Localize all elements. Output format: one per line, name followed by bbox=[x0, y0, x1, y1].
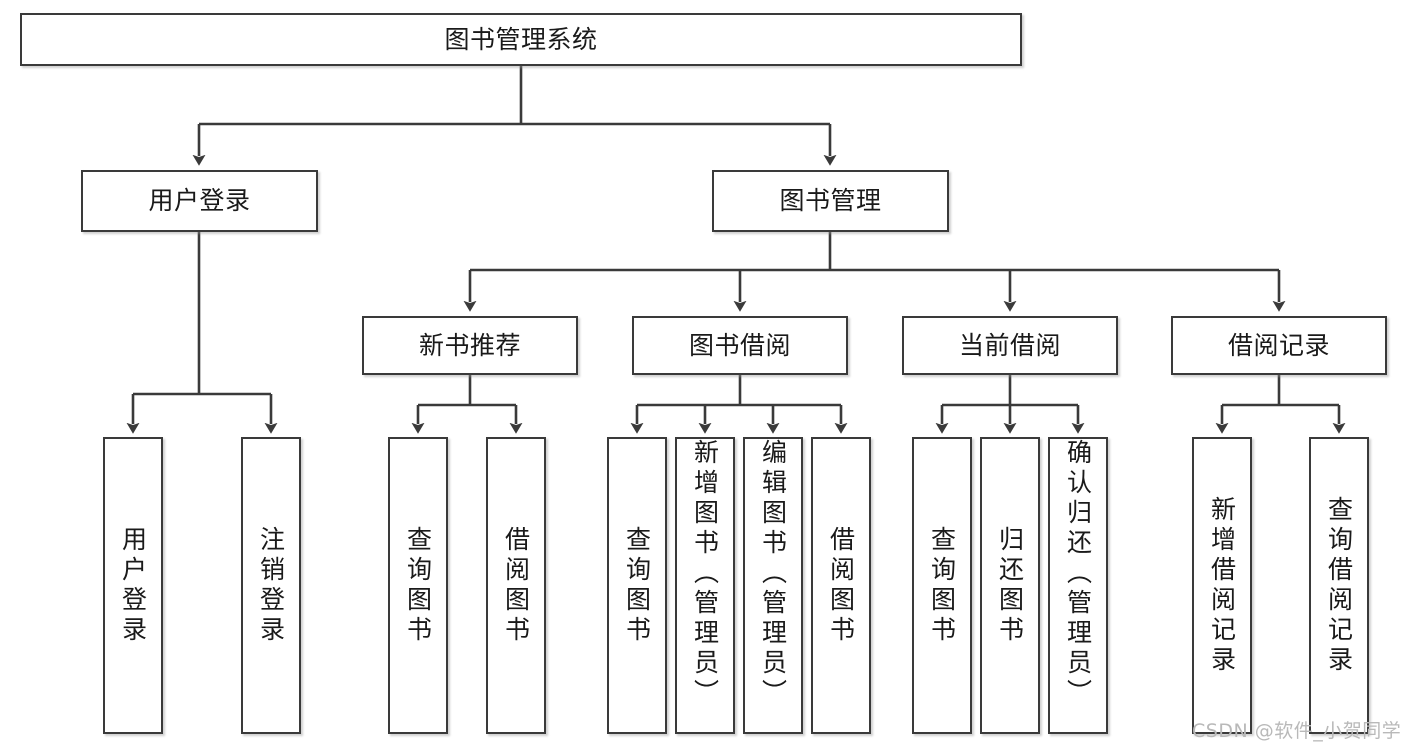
node-label: 图书管理 bbox=[779, 186, 882, 216]
node-leaf-borrow-book-1[interactable]: 借阅图书 bbox=[486, 437, 546, 734]
node-leaf-query-book-1[interactable]: 查询图书 bbox=[388, 437, 448, 734]
node-leaf-query-book-3[interactable]: 查询图书 bbox=[912, 437, 972, 734]
node-leaf-query-book-2[interactable]: 查询图书 bbox=[607, 437, 667, 734]
node-leaf-user-login[interactable]: 用户登录 bbox=[103, 437, 163, 734]
node-label: 当前借阅 bbox=[958, 330, 1061, 360]
node-label: 查询借阅记录 bbox=[1324, 495, 1354, 676]
node-label: 新增图书（管理员） bbox=[690, 439, 720, 709]
node-book-borrow[interactable]: 图书借阅 bbox=[632, 316, 848, 375]
node-label: 借阅图书 bbox=[826, 525, 856, 646]
csdn-watermark: CSDN @软件_小贺同学 bbox=[1192, 720, 1402, 742]
node-leaf-return-book[interactable]: 归还图书 bbox=[980, 437, 1040, 734]
node-label: 用户登录 bbox=[118, 525, 148, 646]
node-leaf-confirm-return[interactable]: 确认归还（管理员） bbox=[1048, 437, 1108, 734]
node-label: 图书借阅 bbox=[688, 330, 791, 360]
node-book-manage[interactable]: 图书管理 bbox=[712, 170, 949, 232]
node-leaf-add-record[interactable]: 新增借阅记录 bbox=[1192, 437, 1252, 734]
node-label: 图书管理系统 bbox=[444, 24, 598, 54]
node-label: 归还图书 bbox=[995, 525, 1025, 646]
node-label: 编辑图书（管理员） bbox=[758, 439, 788, 709]
node-borrow-record[interactable]: 借阅记录 bbox=[1171, 316, 1387, 375]
node-leaf-add-book[interactable]: 新增图书（管理员） bbox=[675, 437, 735, 734]
node-label: 查询图书 bbox=[403, 525, 433, 646]
node-label: 注销登录 bbox=[256, 525, 286, 646]
node-label: 用户登录 bbox=[148, 186, 251, 216]
node-label: 新书推荐 bbox=[418, 330, 521, 360]
node-label: 借阅记录 bbox=[1227, 330, 1330, 360]
node-leaf-edit-book[interactable]: 编辑图书（管理员） bbox=[743, 437, 803, 734]
node-label: 新增借阅记录 bbox=[1207, 495, 1237, 676]
node-new-book-rec[interactable]: 新书推荐 bbox=[362, 316, 578, 375]
node-user-login[interactable]: 用户登录 bbox=[81, 170, 318, 232]
node-leaf-logout[interactable]: 注销登录 bbox=[241, 437, 301, 734]
node-current-borrow[interactable]: 当前借阅 bbox=[902, 316, 1118, 375]
node-label: 查询图书 bbox=[622, 525, 652, 646]
node-leaf-borrow-book-2[interactable]: 借阅图书 bbox=[811, 437, 871, 734]
node-root-system[interactable]: 图书管理系统 bbox=[20, 13, 1022, 66]
node-label: 查询图书 bbox=[927, 525, 957, 646]
node-label: 确认归还（管理员） bbox=[1063, 439, 1093, 709]
node-leaf-query-record[interactable]: 查询借阅记录 bbox=[1309, 437, 1369, 734]
node-label: 借阅图书 bbox=[501, 525, 531, 646]
